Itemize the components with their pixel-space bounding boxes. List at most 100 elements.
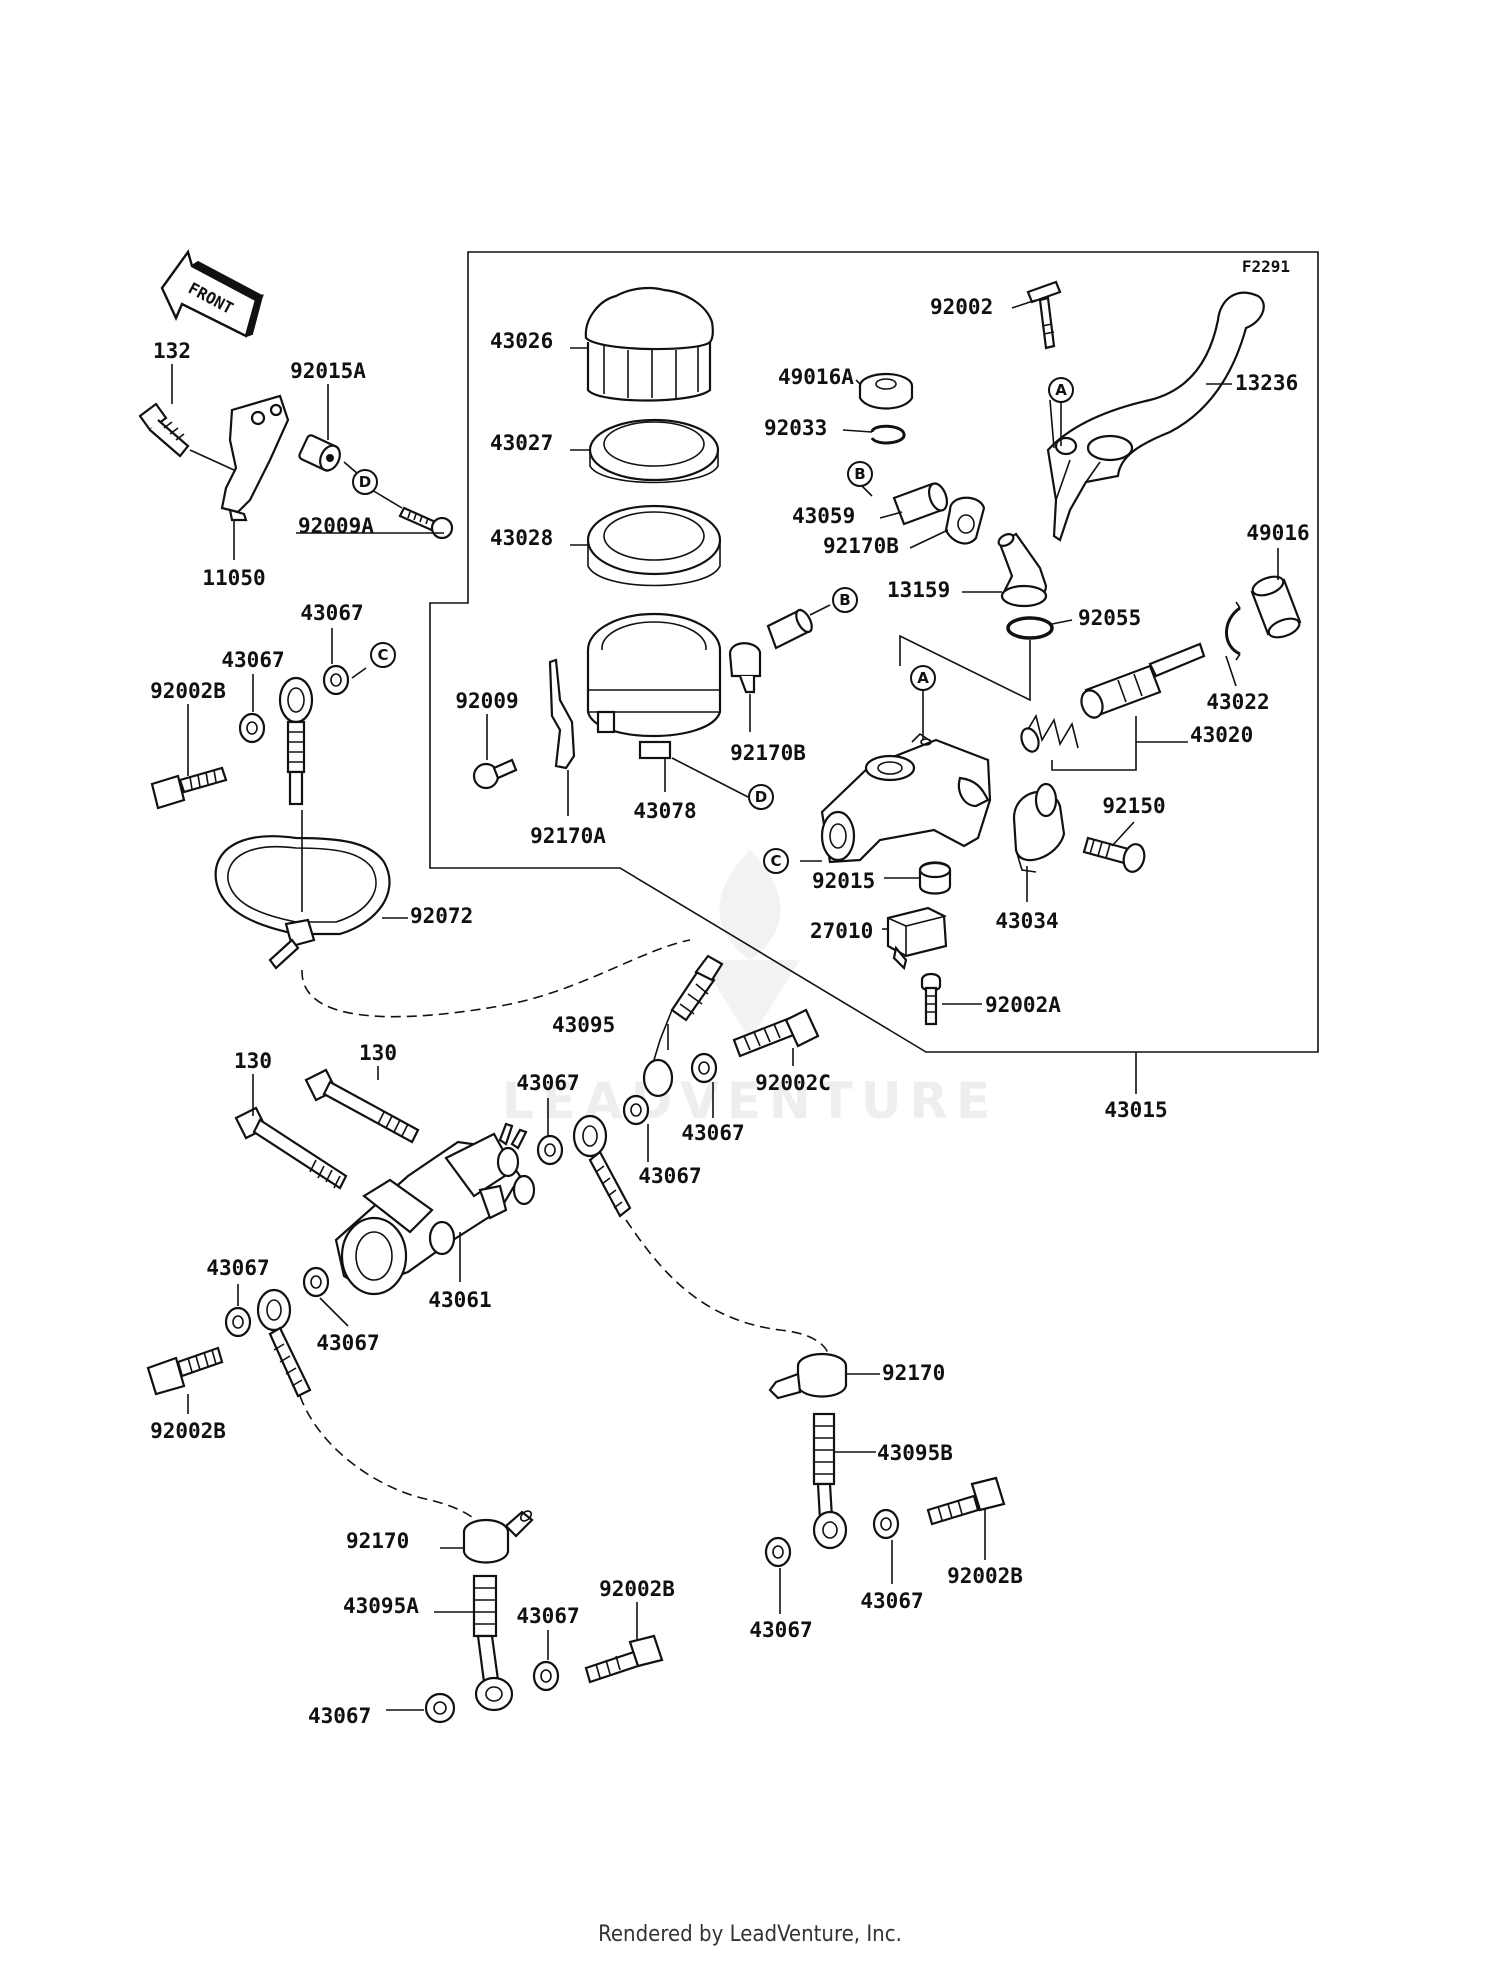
part-label-92072: 92072 — [410, 904, 473, 928]
reservoir-cap-43026-icon — [584, 286, 714, 402]
hose-segment-icon — [766, 608, 813, 650]
part-label-43067: 43067 — [221, 648, 284, 672]
part-labels: 13292015A92009A11050430674306792002B9207… — [150, 295, 1310, 1728]
bolt-92002C-icon — [732, 1008, 820, 1058]
ref-marker-letter: C — [770, 852, 781, 870]
fitting-92170-upper-icon — [768, 1352, 848, 1400]
part-label-43067: 43067 — [681, 1121, 744, 1145]
part-label-43034: 43034 — [995, 909, 1058, 933]
washer-43067-icon — [238, 712, 266, 744]
part-label-43059: 43059 — [792, 504, 855, 528]
hose-43059-icon — [892, 482, 949, 526]
part-label-92002b: 92002B — [150, 679, 226, 703]
part-label-49016: 49016 — [1246, 521, 1309, 545]
part-label-43095: 43095 — [552, 1013, 615, 1037]
part-label-92002b: 92002B — [947, 1564, 1023, 1588]
clamp-92170B-upper-icon — [944, 496, 986, 545]
watermark-logo — [700, 850, 800, 1040]
ref-marker-b: B — [847, 461, 873, 487]
piston-43020-icon — [1080, 642, 1206, 719]
washer-43067-icon — [532, 1660, 560, 1692]
hose-43095B-icon — [812, 1412, 848, 1550]
ref-marker-letter: B — [854, 465, 865, 483]
screw-92009-icon — [472, 758, 518, 790]
snap-ring-92033-icon — [870, 424, 906, 445]
washer-43067-icon — [872, 1508, 900, 1540]
part-label-92015: 92015 — [812, 869, 875, 893]
part-label-43028: 43028 — [490, 526, 553, 550]
part-label-43067: 43067 — [638, 1164, 701, 1188]
part-label-92055: 92055 — [1078, 606, 1141, 630]
clamp-92170B-icon — [728, 642, 762, 694]
bolt-130-upper-icon — [304, 1068, 420, 1144]
part-label-43067: 43067 — [300, 601, 363, 625]
collar-92015A-icon — [298, 434, 341, 472]
cap-92015-icon — [918, 861, 952, 895]
part-label-43095a: 43095A — [343, 1594, 419, 1618]
front-arrow-icon: FRONT — [160, 249, 264, 338]
part-label-92170b: 92170B — [823, 534, 899, 558]
washer-43067-icon — [622, 1094, 650, 1126]
master-cylinder-body-icon — [820, 732, 992, 864]
bolt-92150-icon — [1082, 836, 1146, 873]
part-label-43015: 43015 — [1104, 1098, 1167, 1122]
splitter-43061-icon — [334, 1122, 536, 1296]
part-label-130: 130 — [234, 1049, 272, 1073]
ref-marker-letter: B — [839, 591, 850, 609]
reference-markers: D C A B B A D C — [352, 377, 1074, 874]
o-ring-92055-icon — [1006, 616, 1054, 640]
washer-43067-icon — [764, 1536, 792, 1568]
ref-marker-a: A — [910, 665, 936, 691]
part-label-49016a: 49016A — [778, 365, 854, 389]
part-label-43026: 43026 — [490, 329, 553, 353]
part-label-92170: 92170 — [346, 1529, 409, 1553]
part-label-92015a: 92015A — [290, 359, 366, 383]
ref-marker-d: D — [352, 469, 378, 495]
part-label-92033: 92033 — [764, 416, 827, 440]
washer-43067-icon — [322, 664, 350, 696]
part-label-92170b: 92170B — [730, 741, 806, 765]
ref-marker-d: D — [748, 784, 774, 810]
part-label-43020: 43020 — [1190, 723, 1253, 747]
part-label-43061: 43061 — [428, 1288, 491, 1312]
bolt-130-lower-icon — [234, 1106, 348, 1190]
banjo-hose-end-icon — [256, 1288, 312, 1398]
part-label-92002b: 92002B — [150, 1419, 226, 1443]
washer-43067-icon — [424, 1692, 456, 1724]
fitting-13159-icon — [997, 532, 1048, 608]
part-label-43067: 43067 — [516, 1071, 579, 1095]
screw-92002A-icon — [920, 972, 942, 1026]
part-label-13159: 13159 — [887, 578, 950, 602]
bolt-92002B-upper-icon — [150, 766, 228, 810]
half-clamp-43034-icon — [1012, 782, 1066, 873]
part-label-92009: 92009 — [455, 689, 518, 713]
banjo-hose-end-icon — [278, 676, 314, 806]
part-label-92170: 92170 — [882, 1361, 945, 1385]
part-label-43078: 43078 — [633, 799, 696, 823]
bolt-92002B-middle-icon — [146, 1346, 224, 1396]
part-label-130: 130 — [359, 1041, 397, 1065]
diaphragm-43028-icon — [586, 504, 722, 587]
part-label-92002: 92002 — [930, 295, 993, 319]
part-label-43067: 43067 — [316, 1331, 379, 1355]
part-label-27010: 27010 — [810, 919, 873, 943]
fitting-92170-lower-icon — [462, 1510, 534, 1564]
ref-marker-letter: A — [1055, 381, 1067, 399]
part-label-43067: 43067 — [749, 1618, 812, 1642]
part-label-92009a: 92009A — [298, 514, 374, 538]
ref-marker-c: C — [370, 642, 396, 668]
hose-43095-icon — [642, 954, 724, 1098]
bolt-92002B-lower-icon — [584, 1634, 664, 1684]
part-label-43067: 43067 — [206, 1256, 269, 1280]
part-label-43067: 43067 — [860, 1589, 923, 1613]
lever-13236-icon — [1046, 291, 1265, 542]
part-label-11050: 11050 — [202, 566, 265, 590]
footer-credit: Rendered by LeadVenture, Inc. — [598, 1922, 902, 1947]
part-label-43027: 43027 — [490, 431, 553, 455]
ref-marker-c: C — [763, 848, 789, 874]
part-label-13236: 13236 — [1235, 371, 1298, 395]
part-label-92150: 92150 — [1102, 794, 1165, 818]
banjo-hose-end-icon — [572, 1114, 632, 1218]
part-label-92170a: 92170A — [530, 824, 606, 848]
